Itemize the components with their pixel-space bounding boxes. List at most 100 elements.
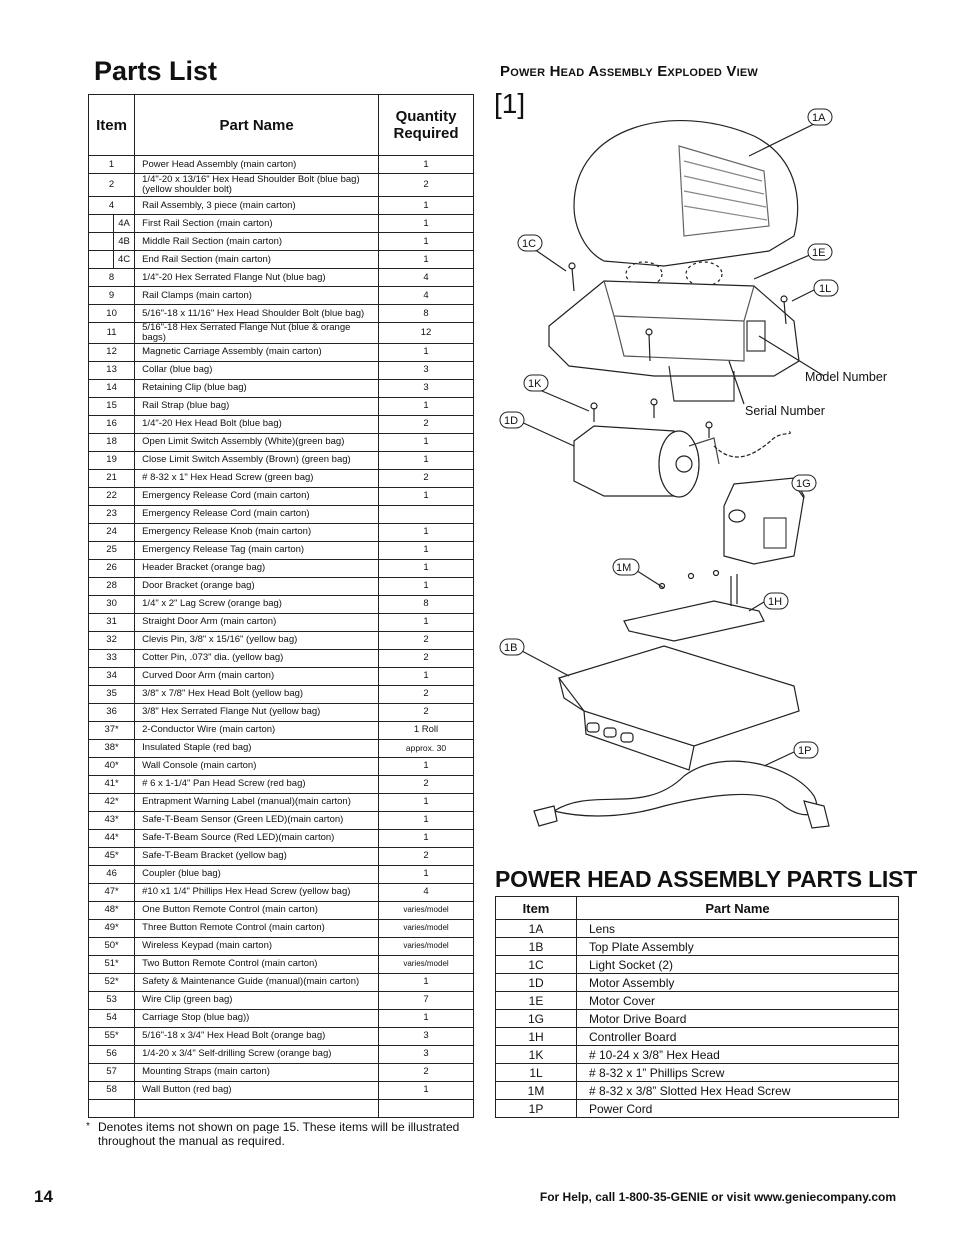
row-quantity: 1 (378, 828, 474, 848)
row-quantity: 3 (378, 378, 474, 398)
row-part-name: Cotter Pin, .073" dia. (yellow bag) (134, 648, 379, 668)
row-item: 55* (87, 1026, 136, 1046)
ph-table-row: 1M# 8-32 x 3/8” Slotted Hex Head Screw (495, 1081, 899, 1100)
row-part-name: Power Head Assembly (main carton) (134, 155, 379, 174)
row-part-name: Wall Console (main carton) (134, 756, 379, 776)
row-quantity: 2 (378, 173, 474, 197)
row-item: 50* (87, 936, 136, 956)
exploded-view-diagram: 1A 1C 1E 1L 1K 1D 1G 1M 1H 1B 1P Model N… (494, 86, 904, 846)
exploded-view-title: Power Head Assembly Exploded View (500, 63, 758, 80)
row-part-name: Emergency Release Tag (main carton) (134, 540, 379, 560)
row-part-name: Wall Button (red bag) (134, 1080, 379, 1100)
page-number: 14 (34, 1187, 53, 1206)
row-part-name: Middle Rail Section (main carton) (134, 232, 379, 251)
row-part-name: First Rail Section (main carton) (134, 214, 379, 233)
row-item: 56 (87, 1044, 136, 1064)
table-row: 51*Two Button Remote Control (main carto… (87, 954, 474, 974)
controller-board-shape (623, 600, 765, 642)
row-part-name: # 6 x 1-1/4" Pan Head Screw (red bag) (134, 774, 379, 794)
row-quantity: 1 (378, 1008, 474, 1028)
row-part-name: 1/4"-20 x 13/16" Hex Head Shoulder Bolt … (134, 173, 379, 197)
callout-1C: 1C (517, 234, 543, 252)
table-row: 38*Insulated Staple (red bag)approx. 30 (87, 738, 474, 758)
row-item: 51* (87, 954, 136, 974)
row-item: 14 (87, 378, 136, 398)
row-quantity: 1 (378, 486, 474, 506)
table-row: 52*Safety & Maintenance Guide (manual)(m… (87, 972, 474, 992)
ph-row-item: 1P (495, 1099, 577, 1118)
svg-text:1B: 1B (504, 642, 517, 654)
row-quantity: 1 (378, 396, 474, 416)
row-quantity: 2 (378, 846, 474, 866)
row-item: 11 (87, 322, 136, 344)
row-quantity: 1 (378, 1080, 474, 1100)
row-item: 35 (87, 684, 136, 704)
help-footer: For Help, call 1-800-35-GENIE or visit w… (539, 1190, 896, 1204)
row-part-name: Header Bracket (orange bag) (134, 558, 379, 578)
row-item: 30 (87, 594, 136, 614)
row-quantity: 2 (378, 648, 474, 668)
ph-row-part-name: Controller Board (576, 1027, 899, 1046)
row-quantity: 2 (378, 1062, 474, 1082)
row-quantity: approx. 30 (378, 738, 474, 758)
svg-text:1M: 1M (616, 562, 631, 574)
svg-text:1K: 1K (528, 378, 542, 390)
row-item: 23 (87, 504, 136, 524)
ph-row-item: 1D (495, 973, 577, 992)
row-quantity: 1 (378, 522, 474, 542)
row-part-name: #10 x1 1/4" Phillips Hex Head Screw (yel… (134, 882, 379, 902)
row-item: 46 (87, 864, 136, 884)
row-quantity: varies/model (378, 900, 474, 920)
exploded-view-svg: 1A 1C 1E 1L 1K 1D 1G 1M 1H 1B 1P Model N… (499, 108, 887, 829)
callout-1H: 1H (763, 592, 789, 610)
row-quantity: 1 (378, 155, 474, 174)
screws (568, 262, 788, 438)
row-item: 15 (87, 396, 136, 416)
row-quantity: 12 (378, 322, 474, 344)
ph-row-part-name: Motor Drive Board (576, 1009, 899, 1028)
ph-row-item: 1C (495, 955, 577, 974)
row-item: 31 (87, 612, 136, 632)
table-row: 48*One Button Remote Control (main carto… (87, 900, 474, 920)
ph-row-part-name: Motor Assembly (576, 973, 899, 992)
footnote: * Denotes items not shown on page 15. Th… (86, 1120, 476, 1149)
row-quantity: 1 (378, 540, 474, 560)
row-item: 26 (87, 558, 136, 578)
ph-table-row: 1L# 8-32 x 1” Phillips Screw (495, 1063, 899, 1082)
row-item: 44* (87, 828, 136, 848)
row-item: 8 (87, 268, 136, 287)
ph-header-item: Item (495, 896, 577, 920)
row-item: 25 (87, 540, 136, 560)
table-row: 49*Three Button Remote Control (main car… (87, 918, 474, 938)
row-item: 21 (87, 468, 136, 488)
callout-1B: 1B (499, 638, 525, 656)
row-item-empty (88, 214, 114, 233)
ph-row-part-name: # 8-32 x 1” Phillips Screw (576, 1063, 899, 1082)
row-item: 32 (87, 630, 136, 650)
ph-row-part-name: Motor Cover (576, 991, 899, 1010)
row-item: 4 (87, 196, 136, 215)
row-part-name: Safe-T-Beam Sensor (Green LED)(main cart… (134, 810, 379, 830)
row-part-name: 5/16"-18 x 3/4" Hex Head Bolt (orange ba… (134, 1026, 379, 1046)
callout-1P: 1P (793, 741, 819, 759)
row-part-name: Rail Assembly, 3 piece (main carton) (134, 196, 379, 215)
row-quantity: 2 (378, 414, 474, 434)
table-row: 37*2-Conductor Wire (main carton)1 Roll (87, 720, 474, 740)
row-item: 40* (87, 756, 136, 776)
row-part-name: Rail Clamps (main carton) (134, 286, 379, 305)
